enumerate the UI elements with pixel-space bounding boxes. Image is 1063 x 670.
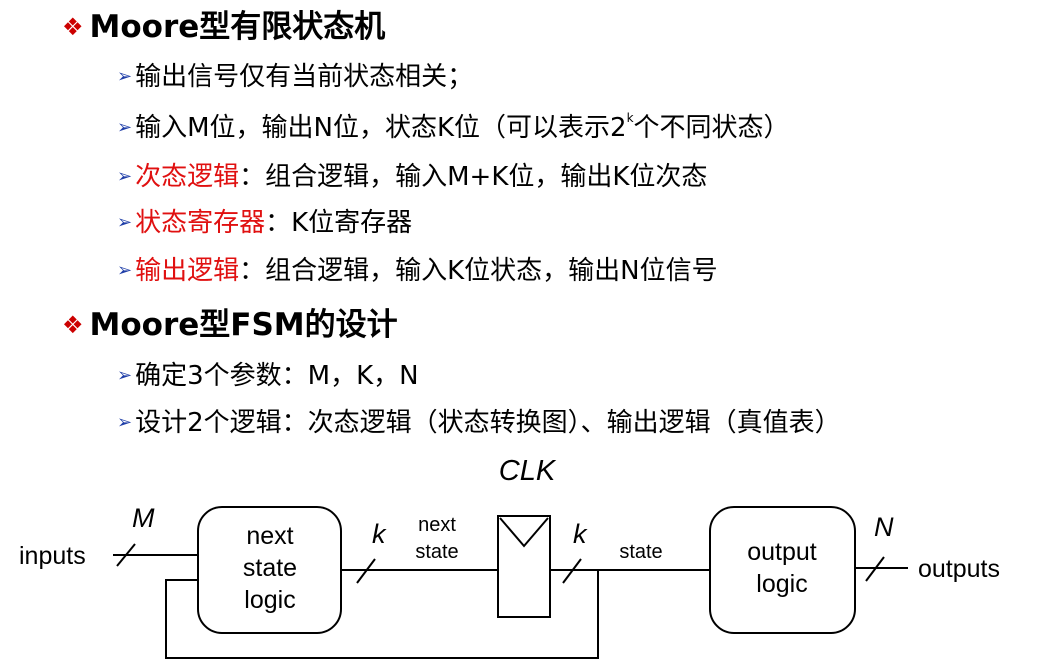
diamond-bullet-icon: ❖ xyxy=(62,13,84,41)
inputs-label: inputs xyxy=(19,542,86,570)
n-label: N xyxy=(874,512,894,542)
list-item: ➢输出信号仅有当前状态相关； xyxy=(117,60,473,94)
k-label-2: k xyxy=(573,519,588,549)
diamond-bullet-icon: ❖ xyxy=(62,311,84,339)
item-text-after: 个不同状态） xyxy=(633,113,790,143)
output-logic-line-1: output xyxy=(747,538,817,566)
clk-label: CLK xyxy=(499,455,557,487)
item-text: ：K位寄存器 xyxy=(265,208,413,238)
item-text: 设计2个逻辑：次态逻辑（状态转换图）、输出逻辑（真值表） xyxy=(135,408,841,438)
list-item: ➢设计2个逻辑：次态逻辑（状态转换图）、输出逻辑（真值表） xyxy=(117,406,841,440)
item-text: ：组合逻辑，输入M+K位，输出K位次态 xyxy=(239,162,708,192)
item-label: 输出逻辑 xyxy=(135,256,240,286)
m-label: M xyxy=(132,503,155,533)
item-text: 输出信号仅有当前状态相关； xyxy=(135,62,474,92)
arrow-bullet-icon: ➢ xyxy=(117,260,133,281)
feedback-wire xyxy=(165,570,599,659)
list-item: ➢输入M位，输出N位，状态K位（可以表示2k个不同状态） xyxy=(117,111,790,145)
clock-triangle-icon xyxy=(499,517,549,548)
outputs-label: outputs xyxy=(918,555,1000,583)
state-wire-label: state xyxy=(619,541,662,563)
section-1-heading: ❖Moore型有限状态机 xyxy=(62,8,385,46)
item-superscript: k xyxy=(626,111,634,125)
next-state-wire-label-2: state xyxy=(415,541,458,563)
next-state-logic-line-2: state xyxy=(243,554,297,582)
item-text: ：组合逻辑，输入K位状态，输出N位信号 xyxy=(239,256,718,286)
list-item: ➢次态逻辑：组合逻辑，输入M+K位，输出K位次态 xyxy=(117,160,707,194)
section-1-title: Moore型有限状态机 xyxy=(89,9,386,45)
output-logic-box xyxy=(709,506,856,634)
n-bus-slash xyxy=(865,556,885,582)
next-state-logic-line-1: next xyxy=(246,522,293,550)
item-text: 输入M位，输出N位，状态K位（可以表示2 xyxy=(135,113,627,143)
list-item: ➢状态寄存器：K位寄存器 xyxy=(117,206,412,240)
next-state-logic-line-3: logic xyxy=(244,586,295,614)
item-text: 确定3个参数：M，K，N xyxy=(135,361,419,391)
list-item: ➢输出逻辑：组合逻辑，输入K位状态，输出N位信号 xyxy=(117,254,718,288)
section-2-title: Moore型FSM的设计 xyxy=(89,307,398,343)
arrow-bullet-icon: ➢ xyxy=(117,66,133,87)
arrow-bullet-icon: ➢ xyxy=(117,212,133,233)
k-bus-slash-1 xyxy=(356,558,376,584)
next-state-wire-label-1: next xyxy=(418,514,456,536)
state-register-box xyxy=(497,515,551,618)
item-label: 次态逻辑 xyxy=(135,162,240,192)
m-bus-slash xyxy=(116,543,136,567)
k-bus-slash-2 xyxy=(562,558,582,584)
output-logic-line-2: logic xyxy=(756,570,807,598)
section-2-heading: ❖Moore型FSM的设计 xyxy=(62,306,398,344)
list-item: ➢确定3个参数：M，K，N xyxy=(117,359,419,393)
arrow-bullet-icon: ➢ xyxy=(117,412,133,433)
item-label: 状态寄存器 xyxy=(135,208,266,238)
arrow-bullet-icon: ➢ xyxy=(117,166,133,187)
arrow-bullet-icon: ➢ xyxy=(117,365,133,386)
arrow-bullet-icon: ➢ xyxy=(117,117,133,138)
k-label-1: k xyxy=(372,519,387,549)
moore-fsm-diagram: inputs M next state logic k next state C… xyxy=(19,455,1000,659)
